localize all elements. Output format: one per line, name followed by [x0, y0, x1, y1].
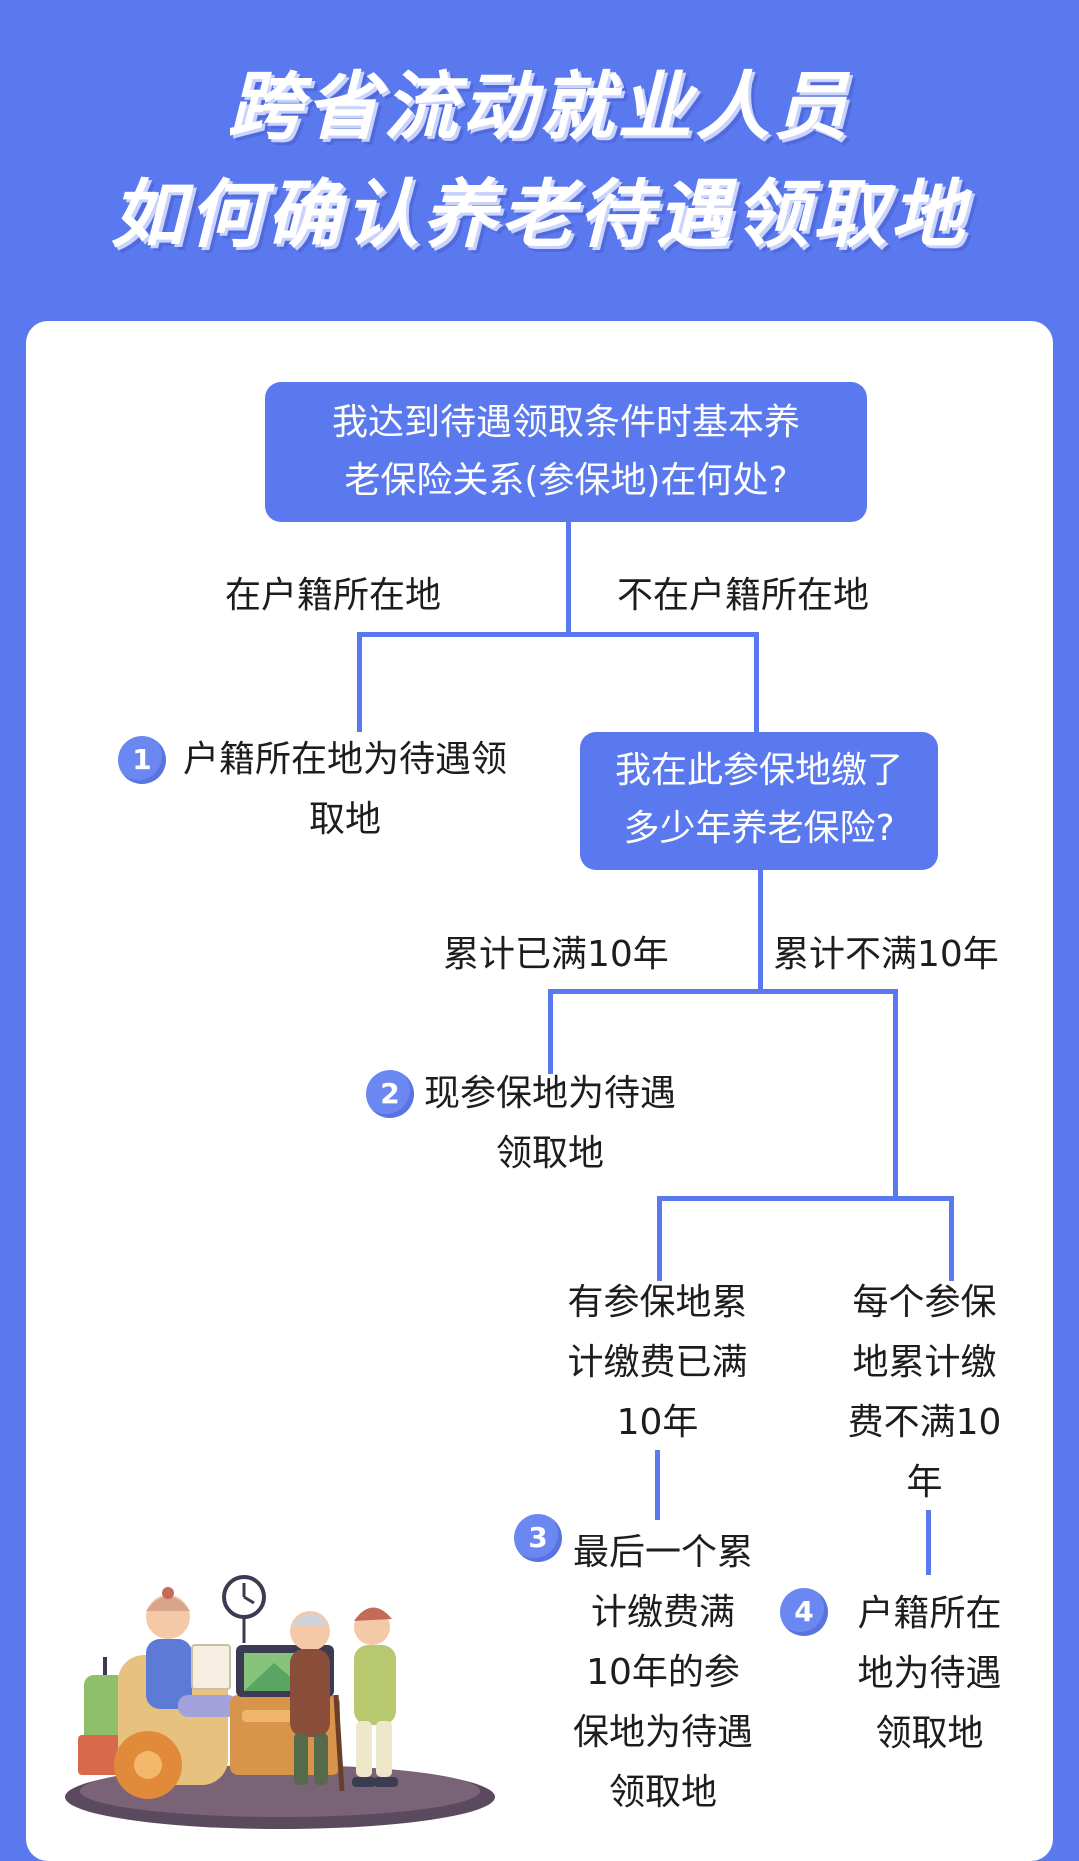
connector-line — [657, 1196, 954, 1201]
result-text-2: 现参保地为待遇领取地 — [423, 1073, 676, 1174]
branch-label-not-in-hukou: 不在户籍所在地 — [617, 575, 870, 616]
page-title-line-1: 跨省流动就业人员 — [227, 64, 852, 150]
connector-line — [657, 1196, 662, 1281]
result-text-1: 户籍所在地为待遇领取地 — [182, 739, 507, 840]
connector-line — [357, 632, 759, 637]
elderly-people-illustration — [65, 1575, 495, 1829]
branch-label-in-hukou: 在户籍所在地 — [225, 575, 442, 616]
connector-line — [566, 522, 571, 632]
flowchart-card — [26, 321, 1053, 1861]
grandpa-figure — [290, 1611, 345, 1792]
result-text-4: 户籍所在地为待遇领取地 — [857, 1593, 1002, 1754]
step-number-badge-1: 1 — [118, 736, 166, 784]
connector-line — [949, 1196, 954, 1281]
branch-label-full-10-years: 累计已满10年 — [443, 934, 669, 975]
connector-line — [754, 632, 759, 732]
question-box-2: 我在此参保地缴了多少年养老保险? — [580, 732, 938, 870]
connector-line — [655, 1450, 660, 1520]
old-man-figure — [352, 1607, 398, 1787]
wall-clock-icon — [222, 1575, 266, 1643]
step-number-badge-4: 4 — [780, 1588, 828, 1636]
result-text-3: 最后一个累计缴费满10年的参保地为待遇领取地 — [573, 1532, 753, 1813]
step-number-badge-3: 3 — [514, 1514, 562, 1562]
connector-line — [548, 989, 898, 994]
condition-text-b: 每个参保地累计缴费不满10年 — [847, 1282, 1002, 1503]
connector-line — [548, 989, 553, 1074]
connector-line — [357, 632, 362, 732]
question-box-1: 我达到待遇领取条件时基本养老保险关系(参保地)在何处? — [265, 382, 867, 522]
connector-line — [926, 1510, 931, 1575]
grandma-figure — [146, 1587, 238, 1717]
connector-line — [758, 870, 763, 994]
connector-line — [893, 989, 898, 1201]
page-title-line-2: 如何确认养老待遇领取地 — [110, 172, 969, 258]
condition-text-a: 有参保地累计缴费已满10年 — [567, 1282, 748, 1443]
branch-label-under-10-years: 累计不满10年 — [773, 934, 999, 975]
step-number-badge-2: 2 — [366, 1070, 414, 1118]
